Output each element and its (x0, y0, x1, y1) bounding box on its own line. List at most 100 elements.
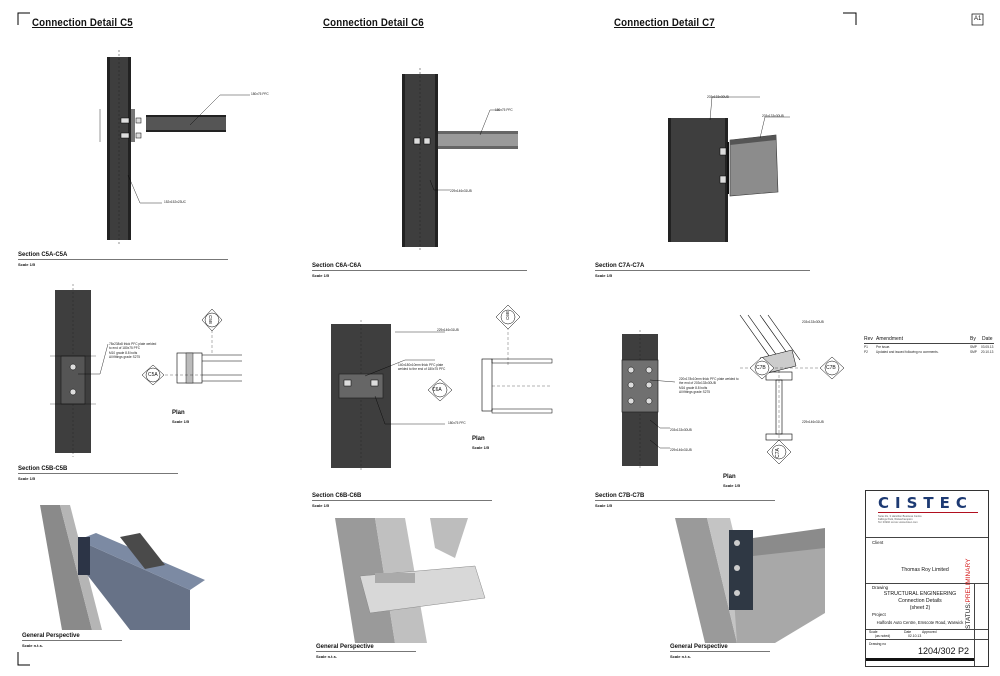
section-c5a-scale: Scale 1/5 (18, 262, 36, 267)
rev-row-2-rev: P2 (864, 350, 868, 354)
drawing-number: 1204/302 P2 (918, 646, 970, 656)
by-header: By (970, 336, 976, 342)
drawing-line-2: Connection Details (898, 598, 942, 604)
perspective-c6-scale: Scale n.t.s. (316, 654, 337, 659)
plan-c6-label: Plan (472, 436, 485, 442)
rev-row-1-rev: P1 (864, 345, 868, 349)
section-c5a-label: Section C5A-C5A (18, 252, 68, 258)
project-label: Project (872, 612, 886, 617)
plan-c6-drawing (427, 304, 553, 414)
rev-row-1-amend: Pre issue. (876, 345, 891, 349)
plan-c5-drawing (141, 308, 242, 386)
scale-value: (as noted) (875, 634, 891, 638)
company-address-3: Tel: 01902 xxxxxx www.cistec.com (878, 521, 918, 524)
rev-row-2-amend: Updated and issued following no comments… (876, 350, 939, 354)
section-c6a-drawing (402, 68, 518, 252)
c6b-plate-note: 140x180x10mm thick PFC plate welded to t… (398, 363, 446, 371)
c7-plan-ub2-note: 229x146x31UB (802, 420, 824, 424)
approved-label: Approved (922, 630, 937, 634)
section-c6b-drawing (331, 320, 445, 470)
marker-c7b-right: C7B (826, 365, 836, 371)
section-c5a-drawing (99, 50, 250, 245)
perspective-c7 (675, 518, 825, 643)
title-block: CISTEC Suite 2G, 3 Hamilton Business Cen… (865, 490, 989, 667)
c7-ub-top-label: 203x133x30UB (707, 95, 729, 99)
section-c5b-label: Section C5B-C5B (18, 466, 68, 472)
company-logo: CISTEC (878, 494, 973, 512)
section-c7b-scale: Scale 1/5 (595, 503, 613, 508)
perspective-c5 (40, 505, 205, 630)
status-stamp: STATUS:PRELIMINARY (965, 559, 972, 629)
section-c7a-scale: Scale 1/5 (595, 273, 613, 278)
plan-c5-scale: Scale 1/5 (172, 419, 190, 424)
c6b-uc-note: 229x146x31UB (437, 328, 459, 332)
perspective-c7-label: General Perspective (670, 644, 728, 650)
c5b-fit-note: All fittings grade S275 (109, 355, 141, 359)
c7b-ub-note: 203x133x30UB (670, 428, 692, 432)
project-name: Halfords Auto Centre, Emscote Road, Warw… (876, 620, 964, 625)
c7b-fit-note: All fittings grade S275 (679, 390, 711, 394)
amendment-header: Amendment (876, 336, 903, 342)
rev-row-1-by: SMP (970, 345, 977, 349)
rev-row-2-by: SMP (970, 350, 977, 354)
marker-c5b: C5B (207, 315, 213, 324)
c5-uc-label: 152x152x23UC (164, 200, 186, 204)
drawing-line-3: (sheet 2) (909, 605, 931, 611)
section-c6a-label: Section C6A-C6A (312, 263, 362, 269)
section-c5b-drawing (50, 284, 109, 457)
c6-uc-label: 229x146x31UB (450, 189, 472, 193)
c5-pfc-label: 180x75 PFC (251, 92, 269, 96)
detail-title-c7: Connection Detail C7 (614, 17, 715, 29)
section-c7b-drawing (621, 330, 676, 470)
rev-row-1-date: 03.05.13 (981, 345, 994, 349)
section-c7b-label: Section C7B-C7B (595, 493, 645, 499)
plan-c7-scale: Scale 1/5 (723, 483, 741, 488)
client-label: Client (872, 540, 884, 545)
perspective-c7-scale: Scale n.t.s. (670, 654, 691, 659)
company-address-2: Fallings Park, Wolverhampton (878, 518, 913, 521)
marker-c7a: C7A (774, 448, 781, 458)
c7b-plate-note: 220x178x10mm thick PFC plate welded to t… (679, 377, 739, 385)
marker-c7b-left: C7B (756, 365, 766, 371)
perspective-c5-scale: Scale n.t.s. (22, 643, 43, 648)
date-value: 02.10.13 (908, 634, 922, 638)
date-header: Date (982, 336, 993, 342)
perspective-c6-label: General Perspective (316, 644, 374, 650)
marker-c6b: C6B (504, 311, 510, 320)
perspective-c5-label: General Perspective (22, 633, 80, 639)
section-c7a-label: Section C7A-C7A (595, 263, 645, 269)
plan-c5-label: Plan (172, 410, 185, 416)
drawing-line-1: STRUCTURAL ENGINEERING (883, 591, 957, 597)
plan-c6-scale: Scale 1/5 (472, 445, 490, 450)
section-c7a-drawing (668, 96, 790, 242)
c6b-pfc-note: 180x75 PFC (448, 421, 466, 425)
section-c6b-scale: Scale 1/5 (312, 503, 330, 508)
detail-title-c6: Connection Detail C6 (323, 17, 424, 29)
c5b-bolts-note: M10 grade 8.8 bolts (109, 351, 138, 355)
c5b-plate-note: 78x238x8 thick PFC plate welded to end o… (109, 342, 157, 350)
c7b-ub2-note: 229x146x31UB (670, 448, 692, 452)
date-label: Date (904, 630, 912, 634)
marker-c5a: C5A (148, 372, 158, 378)
status-label: STATUS: (965, 602, 972, 629)
client-name: Thomas Roy Limited (901, 567, 949, 573)
c7b-bolts-note: M16 grade 8.8 bolts (679, 386, 708, 390)
section-c6b-label: Section C6B-C6B (312, 493, 362, 499)
section-c6a-scale: Scale 1/5 (312, 273, 330, 278)
drawing-no-label: Drawing no (869, 642, 887, 646)
plan-c7-drawing (739, 314, 845, 465)
rev-row-2-date: 20.10.13 (981, 350, 994, 354)
scale-label: Scale (869, 630, 878, 634)
drawing-label: Drawing (872, 585, 889, 590)
status-value: PRELIMINARY (965, 558, 972, 603)
plan-c7-label: Plan (723, 474, 736, 480)
c6-pfc-label: 180x75 PFC (495, 108, 513, 112)
marker-c6a: C6A (432, 387, 442, 393)
company-address-1: Suite 2G, 3 Hamilton Business Centre (878, 515, 922, 518)
c7-plan-ub-note: 203x133x30UB (802, 320, 824, 324)
sheet-size-label: A1 (974, 16, 982, 22)
perspective-c6 (335, 518, 486, 643)
detail-title-c5: Connection Detail C5 (32, 17, 133, 29)
c7-ub-side-label: 203x133x30UB (762, 114, 784, 118)
